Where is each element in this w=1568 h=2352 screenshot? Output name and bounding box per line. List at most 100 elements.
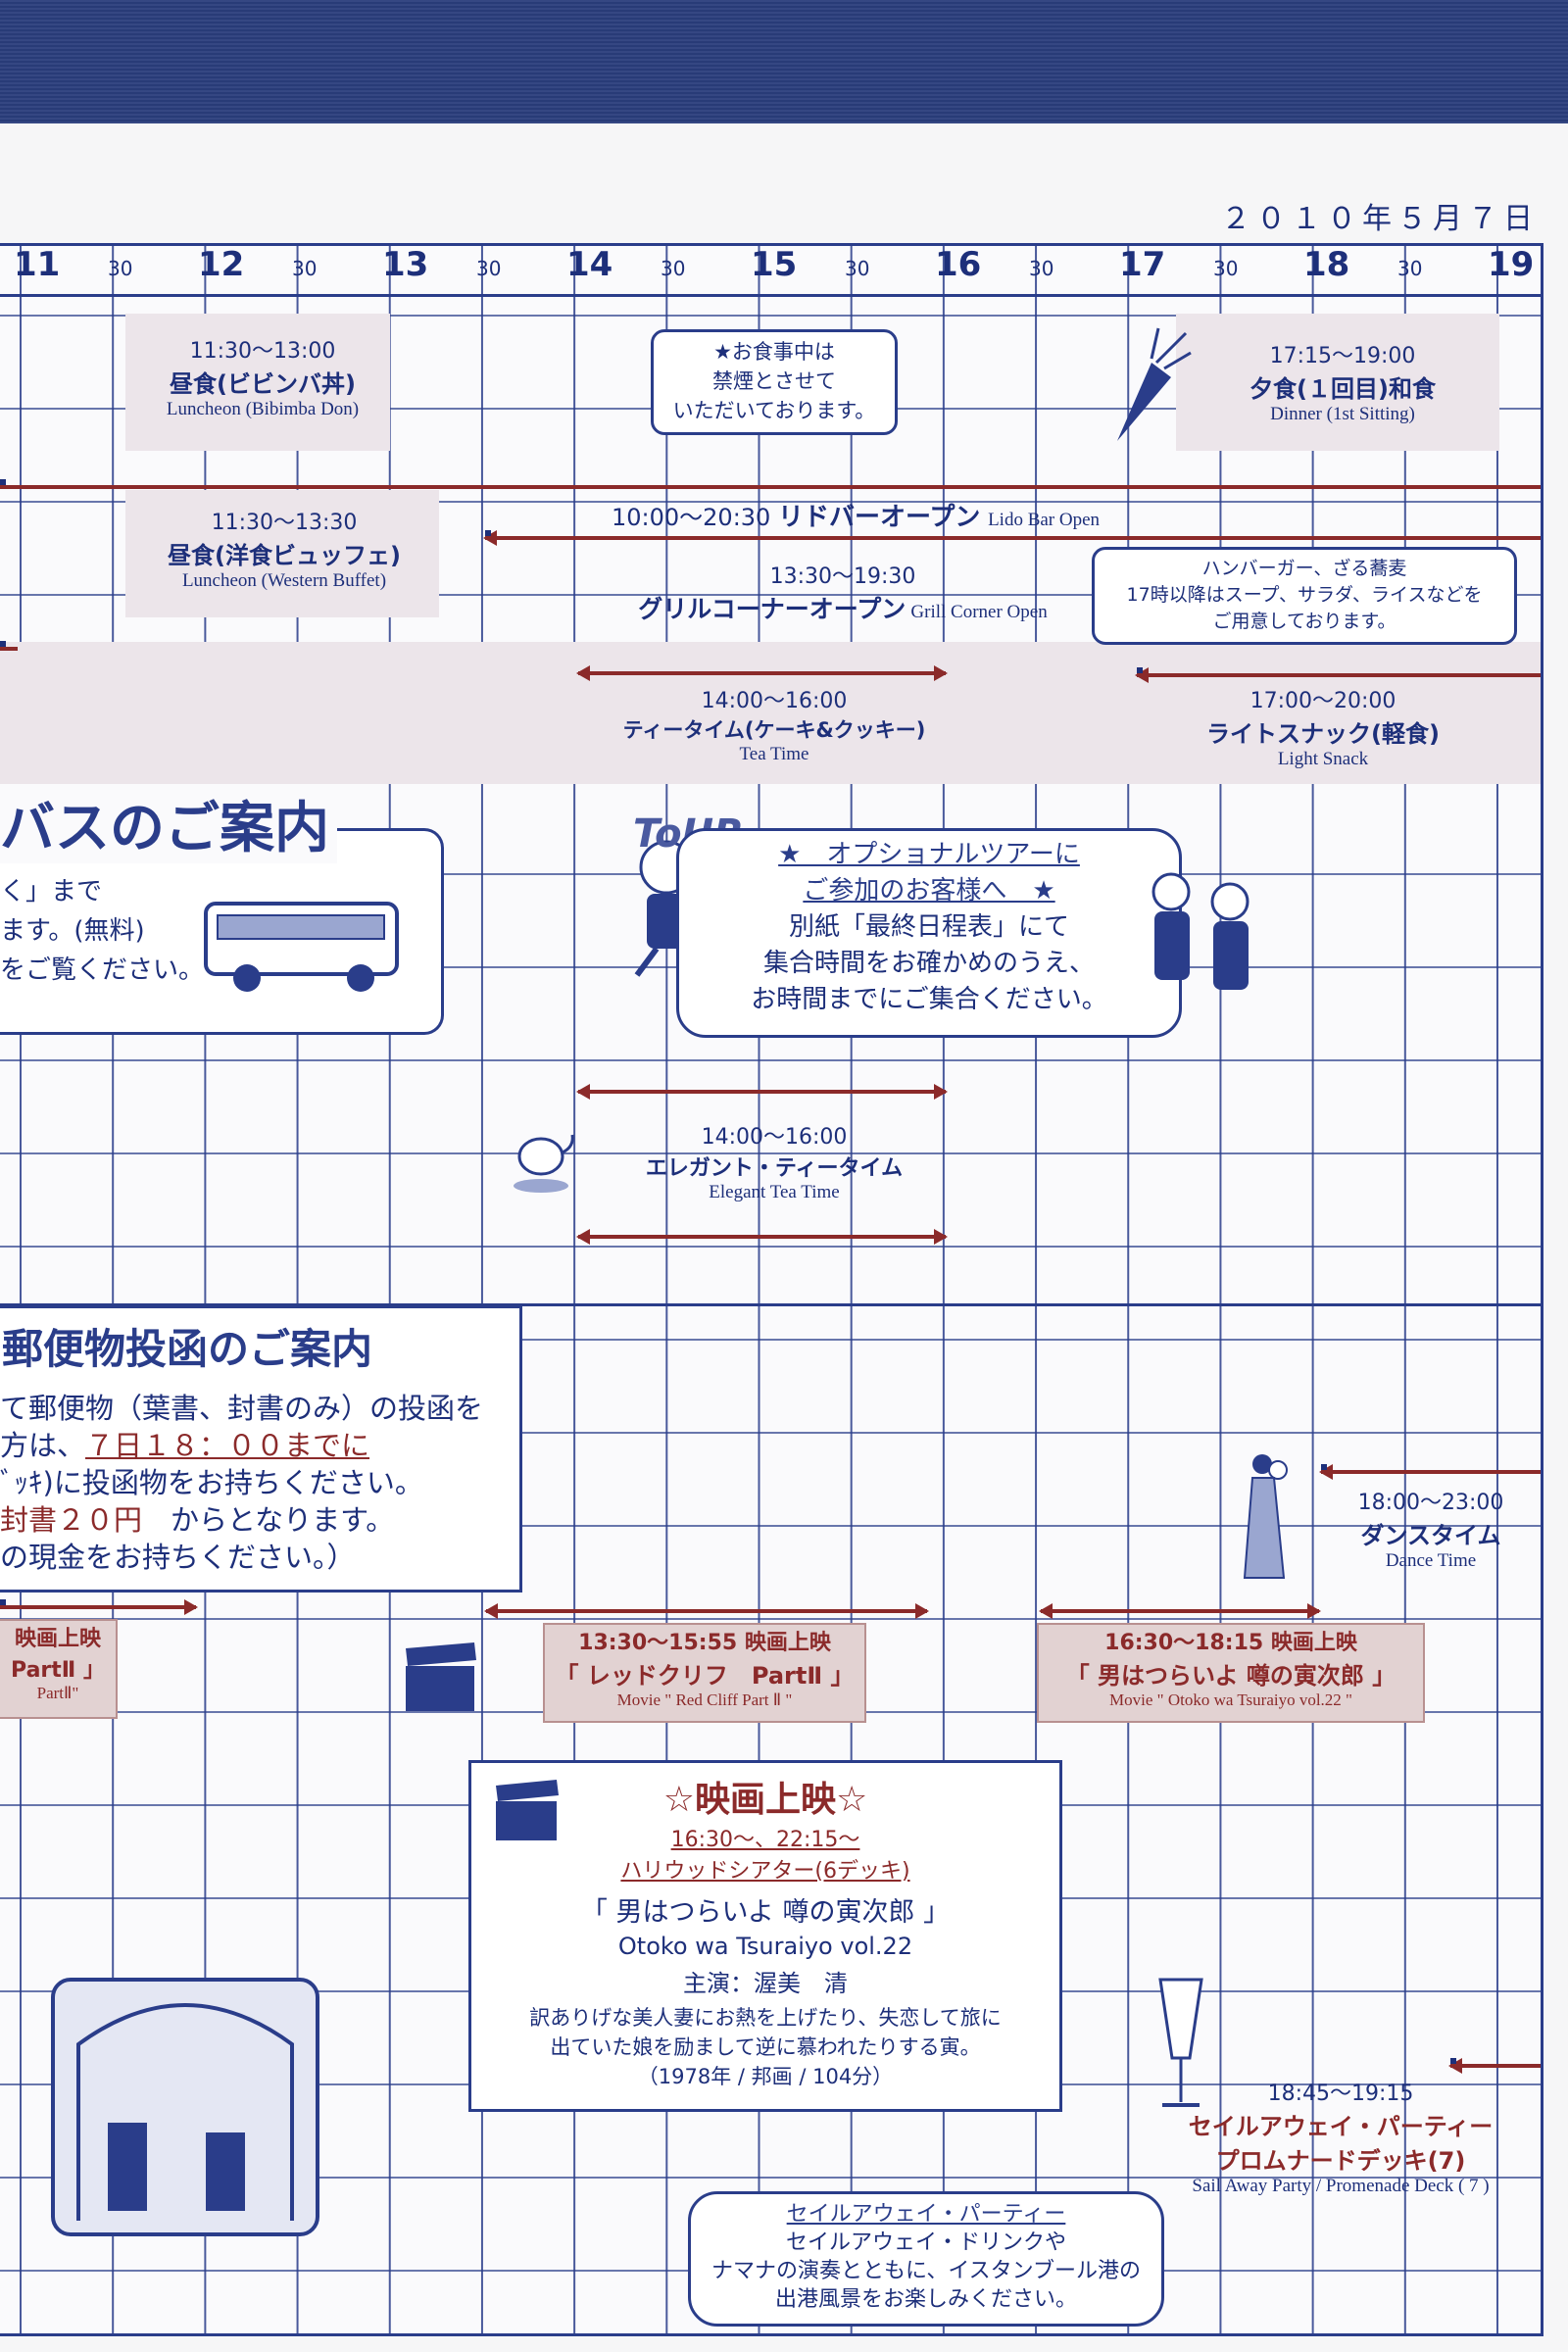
time-bar xyxy=(576,1229,948,1245)
movie-line: 16:30〜18:15 映画上映 xyxy=(1104,1631,1357,1655)
tour-line: ご参加のお客様へ ★ xyxy=(803,876,1055,906)
sail-away-bubble: セイルアウェイ・パーティー セイルアウェイ・ドリンクや ナマナの演奏とともに、イ… xyxy=(688,2191,1164,2327)
event-lunch1: 11:30〜13:00 昼食(ビビンバ丼) Luncheon (Bibimba … xyxy=(125,333,400,420)
movie-line: 「 男はつらいよ 噂の寅次郎 」 xyxy=(1065,1662,1396,1690)
snack-area xyxy=(0,642,1541,784)
half-hour-label: 30 xyxy=(1213,257,1239,280)
movie-red-cliff: 13:30〜15:55 映画上映 「 レッドクリフ PartⅡ 」 Movie … xyxy=(543,1623,866,1723)
event-title: 夕食(１回目)和食 xyxy=(1250,375,1436,403)
movie-line: PartⅡ" xyxy=(36,1684,79,1702)
bubble-line: セイルアウェイ・ドリンクや xyxy=(785,2230,1066,2255)
hour-label: 11 xyxy=(14,245,61,284)
mail-line: の現金をお持ちください。） xyxy=(0,1541,356,1574)
dancers-icon xyxy=(1243,1454,1288,1579)
section-divider xyxy=(0,1303,1541,1306)
event-tea: 14:00〜16:00 ティータイム(ケーキ&クッキー) Tea Time xyxy=(608,683,941,765)
half-hour-label: 30 xyxy=(661,257,686,280)
time-bar xyxy=(1039,1603,1321,1619)
event-english: Dance Time xyxy=(1385,1550,1477,1571)
event-time: 13:30〜19:30 xyxy=(769,564,916,589)
event-english: Luncheon (Bibimba Don) xyxy=(166,399,360,419)
tour-line: ★ オプショナルツアーに xyxy=(778,840,1080,869)
time-bar xyxy=(1135,667,1541,683)
no-smoking-bubble: ★お食事中は 禁煙とさせて いただいております。 xyxy=(651,329,898,435)
time-bar xyxy=(576,1084,948,1100)
tour-line: お時間までにご集合ください。 xyxy=(751,985,1107,1014)
event-title: リドバーオープン xyxy=(777,503,981,532)
mail-line: て郵便物（葉書、封書のみ）の投函を xyxy=(0,1392,484,1425)
movie-tora-san: 16:30〜18:15 映画上映 「 男はつらいよ 噂の寅次郎 」 Movie … xyxy=(1037,1623,1425,1723)
tour-line: 別紙「最終日程表」にて xyxy=(788,912,1069,942)
event-grill: 13:30〜19:30 グリルコーナーオープン Grill Corner Ope… xyxy=(608,559,1078,625)
event-english: Light Snack xyxy=(1277,749,1369,769)
event-title: 昼食(ビビンバ丼) xyxy=(170,370,356,398)
movie-line: Movie " Red Cliff Part Ⅱ " xyxy=(616,1690,793,1709)
movie-line: 映画上映 xyxy=(14,1627,101,1651)
event-title: ティータイム(ケーキ&クッキー) xyxy=(622,718,926,742)
time-bar xyxy=(576,665,948,681)
header-band xyxy=(0,0,1568,123)
event-time: 11:30〜13:00 xyxy=(189,339,336,364)
bubble-line: 出港風景をお楽しみください。 xyxy=(774,2287,1077,2312)
feature-desc: 出ていた娘を励まして逆に慕われたりする寅。 xyxy=(550,2035,981,2059)
time-bar xyxy=(1448,2058,1541,2074)
travelers-icon xyxy=(1152,872,1250,990)
event-time: 17:15〜19:00 xyxy=(1269,344,1416,368)
half-hour-label: 30 xyxy=(292,257,318,280)
event-time: 10:00〜20:30 xyxy=(612,504,771,531)
feature-romaji: Otoko wa Tsuraiyo vol.22 xyxy=(617,1933,913,1960)
clapperboard-icon xyxy=(406,1642,476,1711)
hour-label: 18 xyxy=(1303,245,1350,284)
time-bar xyxy=(0,1599,198,1615)
clapperboard-icon xyxy=(496,1780,559,1840)
grill-note-bubble: ハンバーガー、ざる蕎麦 17時以降はスープ、サラダ、ライスなどを ご用意しており… xyxy=(1092,547,1517,645)
teapot-icon xyxy=(514,1134,574,1193)
bubble-line: ご用意しております。 xyxy=(1212,611,1396,632)
tour-line: 集合時間をお確かめのうえ、 xyxy=(762,949,1095,978)
feature-title: ☆映画上映☆ xyxy=(662,1780,868,1820)
feature-times: 16:30〜、22:15〜 xyxy=(670,1828,860,1852)
hour-label: 19 xyxy=(1488,245,1535,284)
bus-line: をご覧ください。 xyxy=(0,956,205,985)
time-bar xyxy=(1319,1464,1541,1480)
hour-label: 13 xyxy=(382,245,429,284)
event-english: Grill Corner Open xyxy=(910,602,1048,622)
champagne-glass-icon xyxy=(1158,1978,1203,2107)
bubble-line: ハンバーガー、ざる蕎麦 xyxy=(1201,558,1407,579)
mail-info-panel: 郵便物投函のご案内 て郵便物（葉書、封書のみ）の投函を 方は、７日１８：００まで… xyxy=(0,1305,522,1592)
event-dance: 18:00〜23:00 ダンスタイム Dance Time xyxy=(1313,1485,1548,1572)
event-time: 18:00〜23:00 xyxy=(1357,1491,1504,1515)
event-title: ダンスタイム xyxy=(1360,1522,1501,1549)
mail-info-title: 郵便物投函のご案内 xyxy=(2,1325,373,1373)
event-dinner: 17:15〜19:00 夕食(１回目)和食 Dinner (1st Sittin… xyxy=(1176,338,1509,425)
dinner-area xyxy=(1176,314,1499,451)
feature-venue: ハリウッドシアター(6デッキ) xyxy=(620,1859,910,1884)
hour-label: 12 xyxy=(198,245,245,284)
movie-line: PartⅡ 」 xyxy=(11,1658,105,1683)
event-english: Elegant Tea Time xyxy=(709,1182,840,1202)
event-english: Dinner (1st Sitting) xyxy=(1270,404,1415,424)
hour-label: 17 xyxy=(1119,245,1166,284)
event-time: 14:00〜16:00 xyxy=(701,689,848,713)
event-title: エレガント・ティータイム xyxy=(645,1156,904,1181)
mail-line: 封書 xyxy=(0,1503,58,1537)
bus-info-text: く」まで ます。(無料) をご覧ください。 xyxy=(0,872,204,990)
bubble-title: セイルアウェイ・パーティー xyxy=(786,2202,1066,2227)
movie-line: 「 レッドクリフ PartⅡ 」 xyxy=(555,1662,855,1690)
feature-cast: 主演：渥美 清 xyxy=(683,1970,848,1997)
event-english: Sail Away Party / Promenade Deck ( 7 ) xyxy=(1192,2176,1490,2196)
bubble-line: 17時以降はスープ、サラダ、ライスなどを xyxy=(1126,584,1483,606)
half-hour-label: 30 xyxy=(845,257,870,280)
party-popper-icon xyxy=(1117,327,1192,441)
time-bar xyxy=(0,641,18,651)
hour-label: 15 xyxy=(751,245,798,284)
bubble-line: いただいております。 xyxy=(672,399,876,422)
event-title: ライトスナック(軽食) xyxy=(1206,720,1440,748)
half-hour-label: 30 xyxy=(1029,257,1054,280)
time-bar xyxy=(483,530,1541,546)
hour-label: 14 xyxy=(566,245,613,284)
bubble-line: ナマナの演奏とともに、イスタンブール港の xyxy=(710,2259,1142,2283)
event-time: 14:00〜16:00 xyxy=(701,1125,848,1150)
event-time: 11:30〜13:30 xyxy=(211,511,358,535)
lunch1-area xyxy=(125,314,390,451)
